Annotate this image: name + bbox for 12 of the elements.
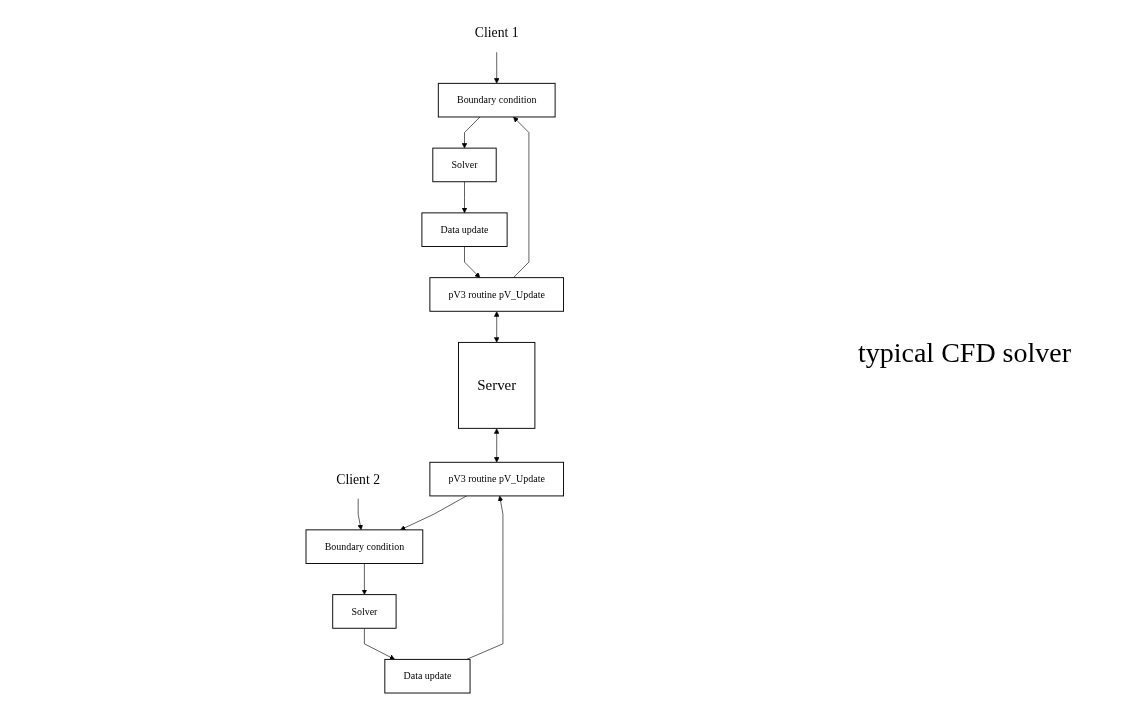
node-box: Data update [421, 212, 508, 247]
node-box: Server [457, 341, 536, 429]
node-box: Solver [432, 147, 497, 183]
node-text: Client 1 [474, 24, 519, 41]
node-box: pV3 routine pV_Update [429, 461, 564, 497]
node-box: Data update [384, 658, 471, 694]
note-label: typical CFD solver [856, 337, 1073, 369]
node-box: pV3 routine pV_Update [429, 277, 564, 312]
node-box: Boundary condition [437, 82, 556, 118]
node-text: Client 2 [336, 471, 380, 487]
node-box: Solver [331, 594, 397, 629]
node-box: Boundary condition [305, 529, 423, 564]
